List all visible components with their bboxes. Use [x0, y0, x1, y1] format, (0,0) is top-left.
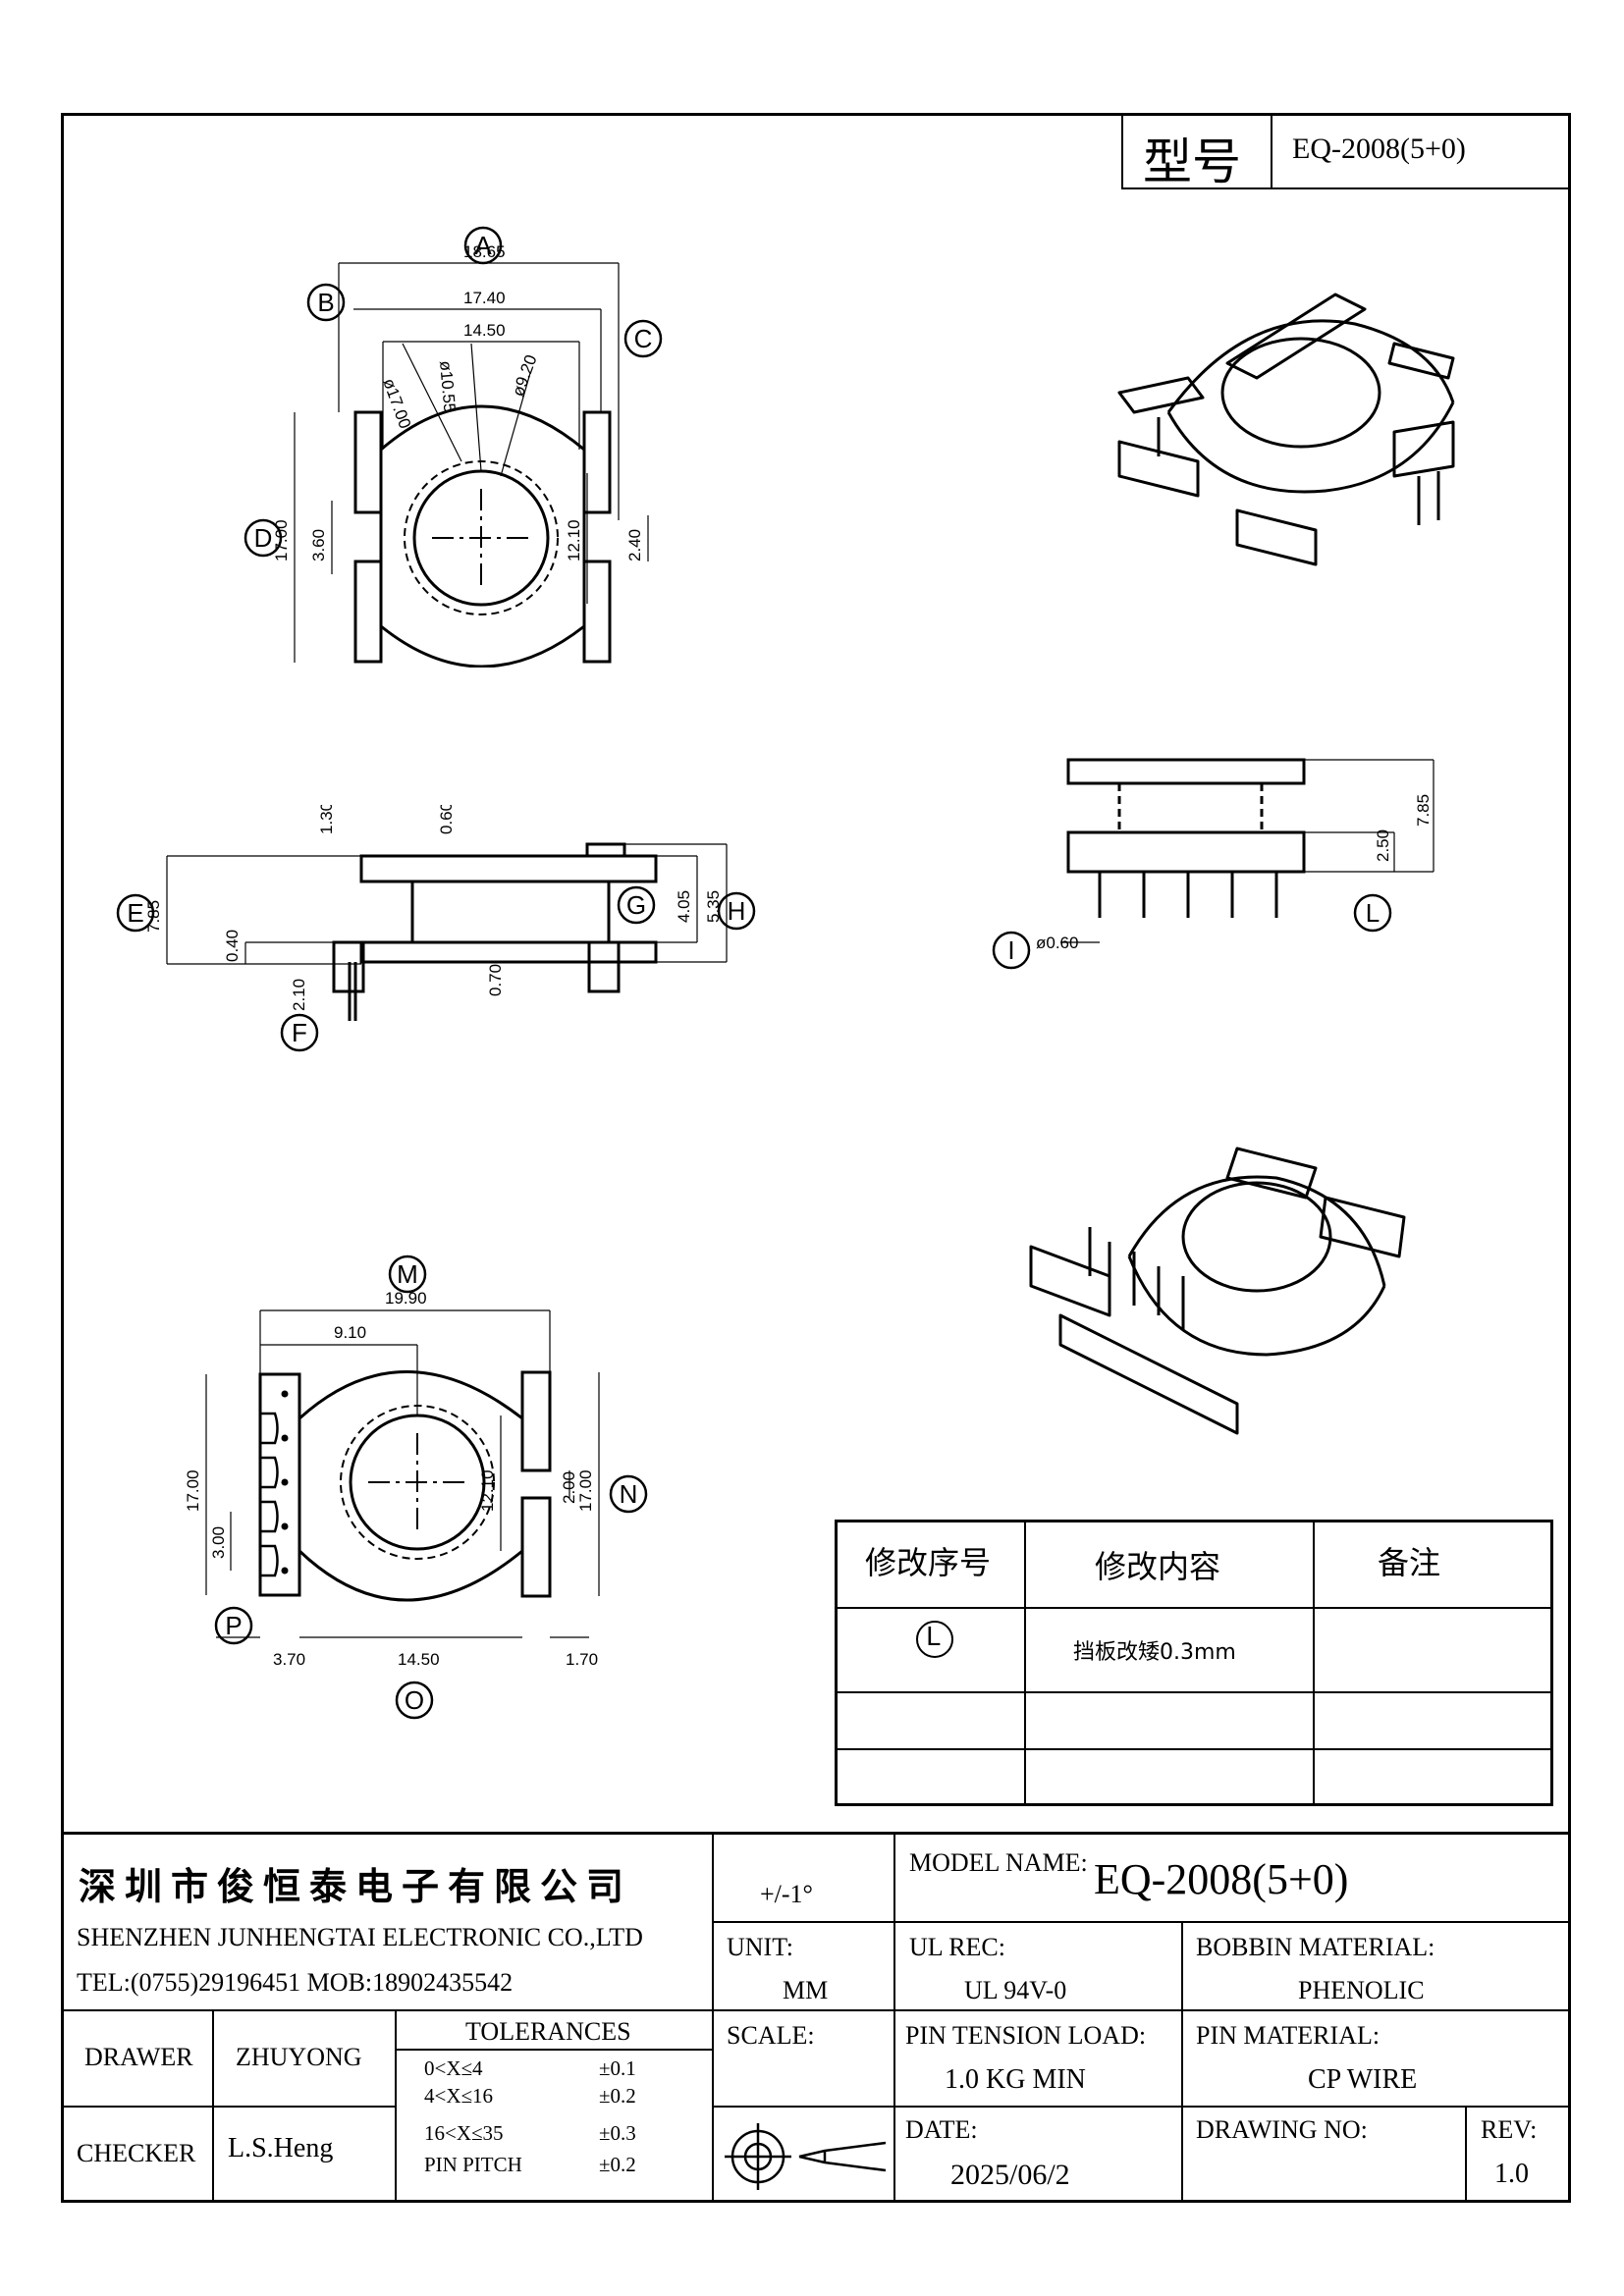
dim-1-70: 1.70: [566, 1650, 598, 1669]
dim-F-value: 2.10: [290, 979, 308, 1011]
dim-3-00: 3.00: [209, 1526, 228, 1559]
label-B: B: [317, 288, 334, 317]
tolerance-value-3: ±0.3: [599, 2121, 636, 2145]
pin-tension-value: 1.0 KG MIN: [945, 2064, 1086, 2095]
dim-I-value: ø0.60: [1036, 934, 1078, 952]
front-view: 7.85 2.50 ø0.60 I L: [992, 758, 1435, 970]
tolerance-value-2: ±0.2: [599, 2084, 636, 2108]
angle-tolerance: +/-1°: [760, 1880, 813, 1908]
label-C: C: [634, 324, 653, 353]
dim-G-value: 4.05: [675, 890, 693, 923]
unit-value: MM: [783, 1976, 829, 2004]
model-name-value: EQ-2008(5+0): [1094, 1855, 1349, 1903]
label-A: A: [474, 231, 492, 260]
label-P: P: [225, 1611, 242, 1640]
revision-seq-circle: [916, 1621, 953, 1658]
model-header: 型号 EQ-2008(5+0): [1121, 113, 1571, 190]
model-name-label: MODEL NAME:: [909, 1848, 1088, 1877]
dim-B-value: 17.40: [463, 289, 506, 307]
rev-label: REV:: [1481, 2115, 1538, 2144]
tolerance-range-3: 16<X≤35: [424, 2121, 504, 2145]
dim-0-60: 0.60: [437, 805, 456, 834]
label-N: N: [620, 1479, 638, 1509]
revision-header-note: 备注: [1378, 1544, 1441, 1581]
label-F: F: [292, 1018, 307, 1047]
dim-dia-mid: ø10.55: [436, 360, 460, 413]
company-name-en: SHENZHEN JUNHENGTAI ELECTRONIC CO.,LTD: [77, 1923, 643, 1951]
label-E: E: [127, 898, 143, 928]
date-value: 2025/06/2: [950, 2159, 1070, 2191]
label-I: I: [1007, 935, 1014, 965]
dim-dia-outer: ø17.00: [379, 376, 414, 431]
dim-C-value: 14.50: [463, 321, 506, 340]
drawer-label: DRAWER: [84, 2043, 193, 2071]
dim-M-value: 19.90: [385, 1289, 427, 1308]
dim-O-value: 14.50: [398, 1650, 440, 1669]
dim-0-70: 0.70: [486, 964, 505, 996]
tolerance-range-2: 4<X≤16: [424, 2084, 494, 2108]
dim-12-10: 12.10: [565, 519, 583, 561]
dim-dia-inner: ø9.20: [509, 352, 541, 399]
unit-label: UNIT:: [727, 1933, 794, 1961]
dim-3-70: 3.70: [273, 1650, 305, 1669]
ul-rec-label: UL REC:: [909, 1933, 1005, 1961]
top-view: 18.65 17.40 14.50 ø17.00 ø10.55 ø9.20 17…: [244, 226, 663, 667]
revision-header-seq: 修改序号: [865, 1544, 992, 1581]
drawing-frame: [61, 113, 1571, 2203]
dim-A-value: 18.65: [463, 242, 506, 261]
dim-L-value: 2.50: [1374, 829, 1392, 862]
iso-view-top: [1117, 293, 1455, 566]
label-H: H: [728, 896, 746, 926]
dim-2-00: 2.00: [560, 1471, 578, 1504]
tolerance-range-1: 0<X≤4: [424, 2056, 483, 2080]
dim-9-10: 9.10: [334, 1323, 366, 1342]
checker-label: CHECKER: [77, 2139, 196, 2167]
dim-N-value: 17.00: [576, 1469, 595, 1512]
revision-row-1-seq: L: [926, 1623, 941, 1652]
checker-value: L.S.Heng: [228, 2133, 334, 2163]
side-view: 1.30 0.60 7.85 0.40 0.70 2.10 4.05 5.35 …: [116, 805, 756, 1052]
tolerance-range-4: PIN PITCH: [424, 2153, 522, 2176]
tolerance-value-4: ±0.2: [599, 2153, 636, 2176]
bobbin-material-label: BOBBIN MATERIAL:: [1196, 1933, 1435, 1961]
label-M: M: [397, 1259, 418, 1289]
dim-0-40: 0.40: [223, 930, 242, 962]
ul-rec-value: UL 94V-0: [964, 1976, 1067, 2004]
pin-material-label: PIN MATERIAL:: [1196, 2021, 1380, 2050]
scale-label: SCALE:: [727, 2021, 815, 2050]
label-O: O: [405, 1685, 424, 1715]
model-header-label: 型号: [1143, 133, 1241, 190]
label-G: G: [626, 890, 646, 920]
company-name-cn: 深圳市俊恒泰电子有限公司: [79, 1865, 633, 1908]
revision-table: 修改序号 修改内容 备注 L 挡板改矮0.3mm: [835, 1520, 1553, 1806]
dim-7-85-front: 7.85: [1414, 794, 1433, 827]
pin-material-value: CP WIRE: [1308, 2064, 1418, 2095]
bottom-view: 19.90 9.10 17.00 3.00 12.10 2.00 17.00 3…: [184, 1255, 648, 1720]
drawer-value: ZHUYONG: [236, 2043, 362, 2071]
revision-row-1-content: 挡板改矮0.3mm: [1073, 1640, 1236, 1665]
tolerance-value-1: ±0.1: [599, 2056, 636, 2080]
model-header-value: EQ-2008(5+0): [1292, 133, 1466, 165]
iso-view-bottom: [1029, 1147, 1406, 1435]
dim-3-60: 3.60: [309, 529, 328, 561]
date-label: DATE:: [905, 2115, 978, 2144]
projection-symbol-icon: [725, 2123, 887, 2190]
title-block: 深圳市俊恒泰电子有限公司 SHENZHEN JUNHENGTAI ELECTRO…: [61, 1832, 1571, 2206]
revision-header-content: 修改内容: [1095, 1548, 1221, 1585]
company-contact: TEL:(0755)29196451 MOB:18902435542: [77, 1968, 514, 1997]
drawing-no-label: DRAWING NO:: [1196, 2115, 1368, 2144]
label-D: D: [254, 523, 273, 553]
bobbin-material-value: PHENOLIC: [1298, 1976, 1425, 2004]
rev-value: 1.0: [1494, 2159, 1529, 2189]
dim-12-10-bottom: 12.10: [478, 1469, 497, 1512]
dim-2-40: 2.40: [625, 529, 644, 561]
tolerances-label: TOLERANCES: [465, 2017, 631, 2046]
pin-tension-label: PIN TENSION LOAD:: [905, 2021, 1147, 2050]
dim-1-30: 1.30: [317, 805, 336, 834]
dim-17-00-left: 17.00: [184, 1469, 202, 1512]
label-L: L: [1366, 898, 1380, 928]
